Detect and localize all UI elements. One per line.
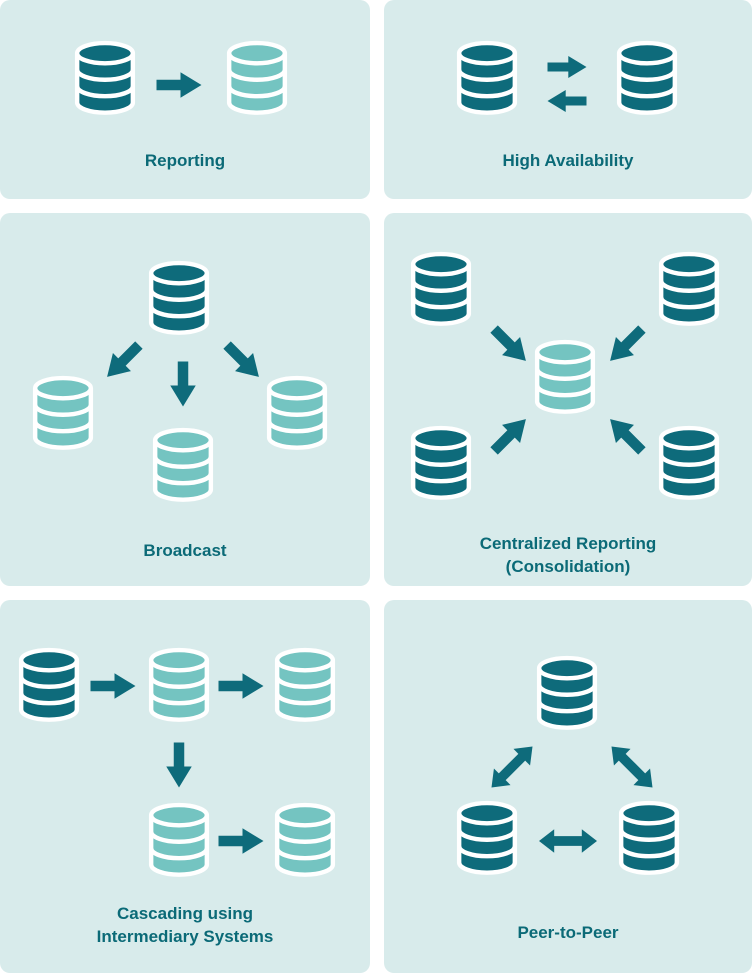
database-icon <box>616 798 682 879</box>
double-arrow-icon <box>539 827 597 855</box>
database-icon <box>16 645 82 726</box>
arrow-up-left-icon <box>599 408 653 462</box>
database-icon <box>656 249 722 330</box>
panel-label: Reporting <box>144 151 226 170</box>
panel-label: Centralized Reporting (Consolidation) <box>479 534 657 576</box>
arrow-down-left-icon <box>96 334 150 388</box>
database-icon <box>72 38 138 119</box>
arrow-down-left-icon <box>599 318 653 372</box>
panel-reporting: Reporting <box>0 0 370 199</box>
database-icon <box>614 38 680 119</box>
panel-label: Broadcast <box>143 541 227 560</box>
arrow-right-icon <box>218 671 264 701</box>
arrow-down-right-icon <box>483 318 537 372</box>
database-icon <box>224 38 290 119</box>
arrow-down-right-icon <box>216 334 270 388</box>
panel-peer-to-peer: Peer-to-Peer <box>384 600 752 973</box>
database-icon <box>532 337 598 418</box>
arrow-right-icon <box>545 54 589 80</box>
arrow-right-icon <box>90 671 136 701</box>
database-icon <box>656 423 722 504</box>
arrow-up-right-icon <box>483 408 537 462</box>
arrow-down-icon <box>164 742 194 788</box>
database-icon <box>408 423 474 504</box>
database-icon <box>534 653 600 734</box>
arrow-left-icon <box>545 88 589 114</box>
arrow-right-icon <box>156 70 202 100</box>
double-arrow-icon <box>602 737 663 798</box>
panel-label: Cascading using Intermediary Systems <box>96 904 274 946</box>
panel-centralized-reporting: Centralized Reporting (Consolidation) <box>384 213 752 586</box>
panel-high-availability: High Availability <box>384 0 752 199</box>
panel-cascading: Cascading using Intermediary Systems <box>0 600 370 973</box>
database-icon <box>408 249 474 330</box>
double-arrow-icon <box>482 737 543 798</box>
panel-label: Peer-to-Peer <box>517 923 619 942</box>
panel-label: High Availability <box>502 151 634 170</box>
database-icon <box>146 800 212 881</box>
arrow-down-icon <box>168 361 198 407</box>
database-icon <box>264 373 330 454</box>
arrow-right-icon <box>218 826 264 856</box>
panel-broadcast: Broadcast <box>0 213 370 586</box>
database-icon <box>146 258 212 339</box>
database-icon <box>454 798 520 879</box>
database-icon <box>150 425 216 506</box>
database-icon <box>454 38 520 119</box>
database-icon <box>146 645 212 726</box>
database-icon <box>272 800 338 881</box>
database-icon <box>272 645 338 726</box>
database-icon <box>30 373 96 454</box>
